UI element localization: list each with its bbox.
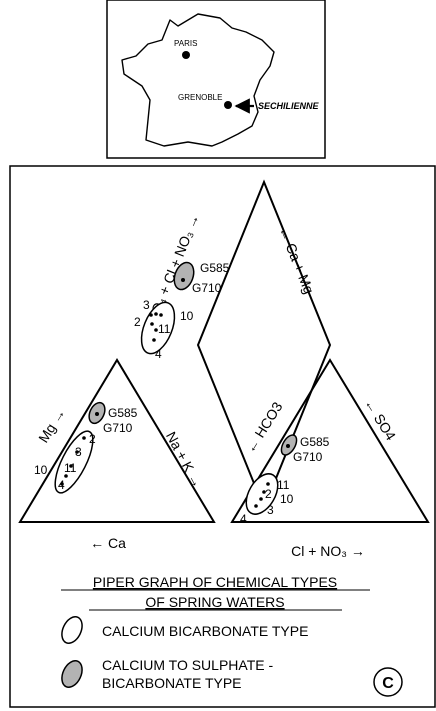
point (181, 278, 185, 282)
legend-item-2-line2: BICARBONATE TYPE (102, 675, 242, 691)
label-4: 4 (58, 478, 65, 492)
legend-item-2-line1: CALCIUM TO SULPHATE - (102, 657, 273, 673)
label-10: 10 (34, 463, 48, 477)
label-4: 4 (155, 347, 162, 361)
paris-label: PARIS (174, 39, 197, 48)
axis-cation-left: Mg → (35, 405, 68, 445)
label-g710: G710 (192, 281, 222, 295)
label-2: 2 (265, 487, 272, 501)
label-11: 11 (158, 322, 171, 336)
panel-letter: C (382, 675, 394, 692)
grenoble-dot (224, 101, 232, 109)
axis-diamond-right: ← Ca + Mg (276, 224, 318, 296)
cation-open-ellipse (54, 430, 94, 494)
label-3: 3 (143, 298, 150, 312)
figure-title-line2: OF SPRING WATERS (145, 594, 284, 610)
label-2: 2 (134, 315, 141, 329)
panel-frame (9, 165, 436, 708)
label-g710: G710 (293, 450, 323, 464)
label-g710: G710 (103, 421, 133, 435)
anion-triangle (230, 358, 430, 523)
label-11: 11 (64, 461, 77, 475)
label-3: 3 (267, 503, 274, 517)
label-4: 4 (240, 512, 247, 526)
axis-anion-left: ← HCO3 (242, 399, 286, 456)
paris-dot (182, 51, 190, 59)
label-g585: G585 (200, 261, 230, 275)
label-g585: G585 (108, 406, 138, 420)
legend-item-1: CALCIUM BICARBONATE TYPE (102, 623, 308, 639)
axis-anion-bottom: Cl + NO₃ → (291, 543, 365, 559)
grenoble-label: GRENOBLE (178, 93, 222, 102)
cation-triangle (18, 358, 216, 523)
label-10: 10 (280, 492, 294, 506)
sechilienne-label: SECHILIENNE (258, 101, 320, 111)
label-11: 11 (277, 478, 290, 492)
france-outline (121, 13, 275, 147)
anion-open-ellipse (245, 473, 279, 515)
diamond-shaded-ellipse (173, 261, 195, 291)
label-g585: G585 (300, 435, 330, 449)
label-2: 2 (89, 432, 96, 446)
label-3: 3 (75, 445, 82, 459)
map-frame (106, 0, 326, 159)
legend-shaded-ellipse (61, 660, 83, 688)
axis-cation-right: Na + K → (163, 429, 206, 490)
label-10: 10 (180, 309, 194, 323)
axis-cation-bottom: ← Ca (90, 535, 126, 551)
legend-open-ellipse (61, 616, 83, 644)
figure-title-line1: PIPER GRAPH OF CHEMICAL TYPES (93, 574, 337, 590)
panel-letter-circle (373, 667, 403, 697)
